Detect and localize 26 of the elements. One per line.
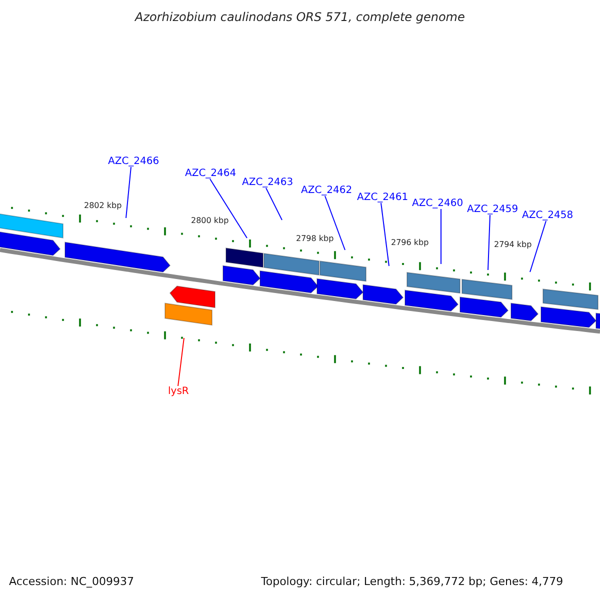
gene-label: AZC_2462 [301,185,352,196]
leader-line [380,202,390,266]
accession-text: Accession: NC_009937 [9,575,134,588]
scale-label: 2800 kbp [191,216,229,225]
genome-summary-text: Topology: circular; Length: 5,369,772 bp; Genes: 4,779 [261,575,564,588]
gene-label: AZC_2464 [185,168,236,179]
gene-label: AZC_2458 [522,210,574,221]
leader-line [488,214,490,270]
gene-label: AZC_2466 [108,156,160,167]
leader-line [266,188,282,220]
leader-line [530,220,546,272]
scale-label: 2798 kbp [296,234,334,243]
leader-line [440,208,442,264]
leader-line [324,196,346,250]
leader-line [210,178,248,238]
gene-label: AZC_2459 [467,204,518,215]
gene-label: AZC_2463 [242,177,294,188]
gene-label: AZC_2460 [412,198,464,209]
scale-label: 2802 kbp [84,201,122,210]
chart-title: Azorhizobium caulinodans ORS 571, complete genome [135,10,465,24]
leader-line [126,166,132,218]
scale-label: 2796 kbp [391,238,429,247]
gene-label: AZC_2461 [357,192,408,203]
leader-line [178,338,184,386]
gene-label: lysR [168,386,189,397]
scale-label: 2794 kbp [494,240,532,249]
